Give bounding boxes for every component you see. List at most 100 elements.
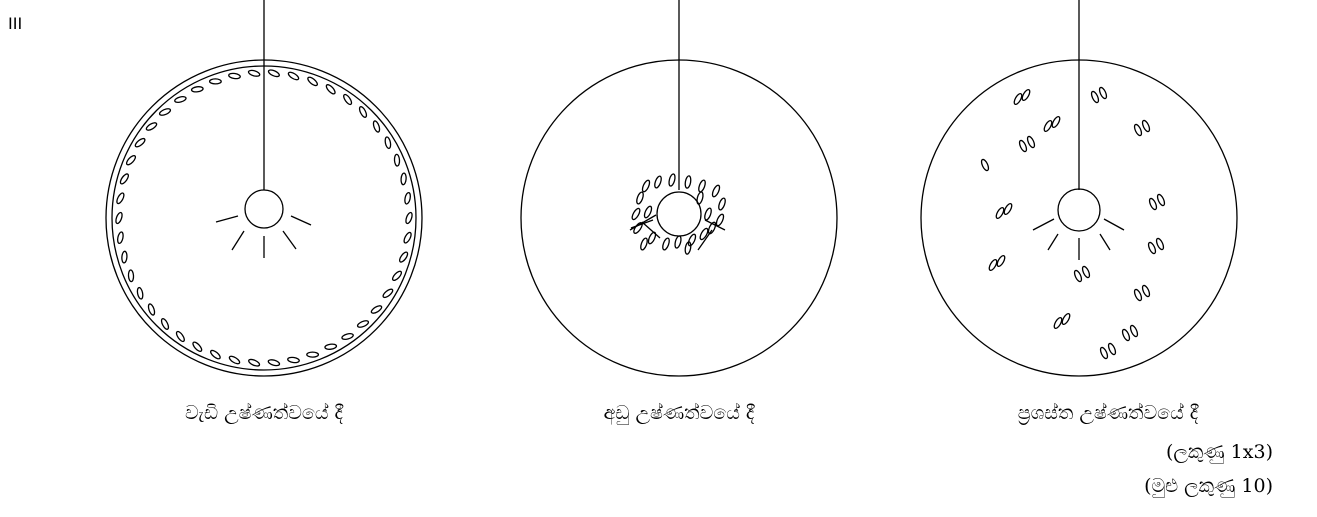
marks-total: (මුළු ලකුණු 10): [1144, 475, 1273, 497]
seed: [268, 69, 281, 78]
seed: [325, 343, 337, 349]
seed: [248, 69, 261, 77]
seed: [1156, 193, 1166, 206]
seed: [703, 207, 712, 220]
seed: [1147, 241, 1157, 254]
seed: [635, 191, 644, 204]
seed: [115, 192, 125, 205]
seed: [980, 158, 990, 171]
seed: [1099, 346, 1109, 359]
seed: [398, 251, 409, 263]
seed: [121, 251, 127, 263]
seed: [715, 213, 725, 226]
seed: [1121, 328, 1131, 341]
seed: [175, 330, 186, 342]
seed: [643, 205, 653, 218]
lamp-bulb: [1058, 189, 1100, 231]
seed: [174, 96, 187, 104]
seed: [191, 86, 203, 92]
seed: [1090, 90, 1100, 103]
seed: [1107, 342, 1117, 355]
seed: [707, 221, 717, 234]
seed: [145, 121, 158, 131]
lamp-bulb: [245, 190, 283, 228]
seed: [307, 76, 319, 87]
seed: [1073, 269, 1083, 282]
seed: [1026, 135, 1036, 148]
seed: [372, 120, 381, 133]
light-rays: [1033, 219, 1124, 260]
seed: [641, 179, 651, 192]
seed: [160, 318, 170, 331]
seed: [268, 359, 281, 367]
seed: [128, 270, 134, 282]
seed: [1155, 237, 1165, 250]
seed: [384, 137, 391, 149]
seed: [403, 231, 413, 244]
seed: [248, 358, 261, 367]
seed: [391, 270, 403, 282]
seed: [1018, 139, 1028, 152]
seed: [341, 333, 354, 341]
caption-optimum-temperature: ප්‍රශස්ත උෂ්ණත්වයේ දී: [1018, 402, 1198, 424]
seed: [653, 175, 662, 188]
seed: [1098, 86, 1108, 99]
seed: [307, 352, 319, 357]
seed: [697, 179, 706, 192]
seed: [717, 197, 726, 210]
seed: [119, 173, 130, 185]
caption-low-temperature: අඩු උෂ්ණත්වයේ දී: [604, 402, 755, 424]
seed: [1129, 324, 1139, 337]
seeds-clustered-near-lamp: [630, 173, 727, 254]
seed: [674, 235, 682, 248]
seed: [1141, 284, 1151, 297]
seed: [137, 287, 144, 299]
seed: [134, 137, 146, 148]
seeds-spread-evenly: [980, 86, 1166, 359]
seed: [210, 79, 222, 84]
seed: [1133, 123, 1143, 136]
lamp-bulb: [657, 192, 701, 236]
seed: [209, 349, 221, 360]
seed: [159, 107, 172, 116]
light-rays: [216, 216, 311, 258]
seed: [668, 173, 676, 186]
seed: [1148, 197, 1158, 210]
seed: [1133, 288, 1143, 301]
seed: [405, 212, 414, 225]
seed: [382, 288, 394, 299]
seed: [115, 212, 124, 225]
seed: [370, 304, 383, 314]
seed: [147, 303, 156, 316]
seed: [228, 355, 240, 365]
seed: [287, 71, 299, 81]
seed: [192, 341, 204, 353]
seed: [325, 83, 337, 95]
seed: [404, 192, 411, 204]
seed: [661, 237, 670, 250]
seed: [117, 232, 124, 244]
seed: [228, 73, 240, 80]
marks-per-part: (ලකුණු 1x3): [1166, 441, 1273, 463]
seed: [631, 207, 642, 220]
seed: [358, 106, 368, 119]
seed: [699, 227, 710, 240]
seed: [711, 184, 721, 197]
seed: [639, 237, 648, 250]
dish-optimum-temperature: [921, 0, 1237, 376]
dish-low-temperature: [521, 0, 837, 376]
seed: [696, 191, 704, 204]
seed: [684, 175, 691, 188]
seed: [1141, 119, 1151, 132]
seed: [342, 93, 353, 105]
caption-high-temperature: වැඩි උෂ්ණත්වයේ දී: [185, 402, 343, 424]
seed: [687, 233, 697, 246]
seed: [401, 173, 407, 185]
seed: [394, 154, 400, 166]
seed: [1081, 265, 1091, 278]
seed: [357, 319, 370, 328]
seed: [287, 357, 299, 364]
seed: [125, 154, 137, 166]
dish-high-temperature: [106, 0, 422, 376]
